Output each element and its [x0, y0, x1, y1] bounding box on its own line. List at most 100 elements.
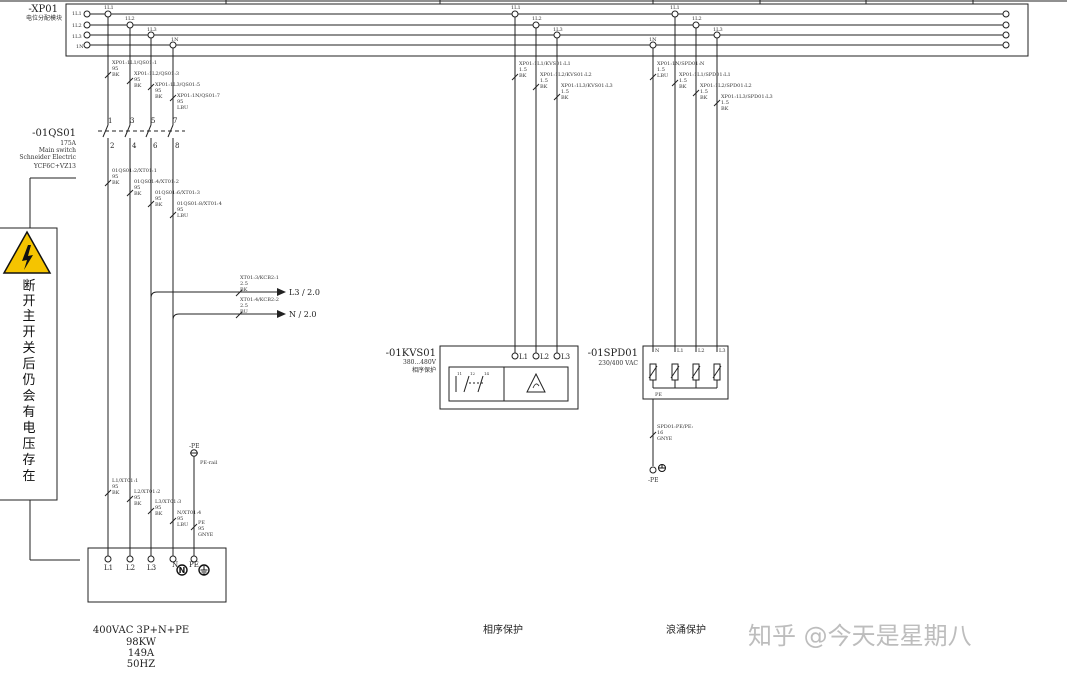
svg-text:SPD01:PE/PE:: SPD01:PE/PE:: [657, 424, 694, 430]
switch-out-labels: 01QS01:2/XT01:1 95 BK 01QS01:4/XT01:2 95…: [112, 168, 222, 219]
kvs-id: -01KVS01: [386, 348, 436, 359]
svg-text:230/400 VAC: 230/400 VAC: [598, 360, 638, 367]
output-target-l3: L3 / 2.0: [289, 288, 320, 297]
relay-contact-icon: 11 12 14: [455, 371, 490, 393]
svg-text:有: 有: [22, 405, 35, 420]
svg-text:LBU: LBU: [177, 213, 188, 219]
svg-text:L1/XT01:1: L1/XT01:1: [112, 478, 138, 484]
svg-text:N: N: [172, 561, 178, 569]
earth-symbol-icon: [198, 564, 210, 576]
svg-text:XP01:1L2/KVS01:L2: XP01:1L2/KVS01:L2: [540, 72, 592, 78]
left-wire-labels: XP01:1L1/QS01:1 95 BK XP01:1L2/QS01:3 95…: [112, 60, 220, 111]
feeder-wire-labels: L1/XT01:1 95 BK L2/XT01:2 95 BK L3/XT01:…: [112, 478, 214, 538]
svg-text:PE: PE: [198, 520, 205, 526]
surge-protector: XP01:1N/SPD01:N 1.5 LBU XP01:1L1/SPD01:L…: [588, 17, 773, 484]
svg-text:1L3: 1L3: [713, 27, 723, 33]
wire-label: XP01:1L3/QS01:5: [155, 82, 200, 88]
svg-text:Main switch: Main switch: [39, 147, 76, 154]
svg-text:压: 压: [22, 437, 35, 452]
ground-icon: [658, 464, 666, 472]
svg-text:11: 11: [457, 371, 462, 376]
svg-text:BK: BK: [112, 490, 120, 496]
spd-tap-tags: 1N 1L1 1L2 1L3: [649, 5, 723, 43]
spd-id: -01SPD01: [588, 348, 638, 359]
svg-text:XP01:1N/SPD01:N: XP01:1N/SPD01:N: [657, 61, 705, 67]
pe-rail: -PE PE-rail: [189, 443, 218, 556]
svg-text:1L3: 1L3: [553, 27, 563, 33]
svg-text:400VAC 3P+N+PE: 400VAC 3P+N+PE: [93, 625, 189, 636]
module-name: 电位分配模块: [26, 14, 62, 22]
svg-text:4: 4: [132, 142, 137, 150]
svg-text:2.5: 2.5: [240, 281, 248, 287]
tap-tag: 1L2: [125, 16, 135, 22]
kvs-tap-tags: 1L1 1L2 1L3: [511, 5, 563, 33]
warning-panel: 断 开 主 开 关 后 仍 会 有 电 压 存 在: [0, 177, 80, 561]
svg-text:N: N: [655, 348, 660, 354]
svg-text:149A: 149A: [128, 648, 155, 659]
svg-text:YCF6C+VZ13: YCF6C+VZ13: [33, 163, 76, 170]
svg-text:380...480V: 380...480V: [403, 359, 437, 366]
svg-text:XT01:3/KCB2:1: XT01:3/KCB2:1: [240, 275, 279, 281]
pe-rail-label: PE-rail: [200, 460, 218, 466]
tap-tag: 1N: [171, 37, 179, 43]
svg-text:95: 95: [155, 88, 161, 94]
svg-text:BK: BK: [134, 191, 142, 197]
svg-text:仍: 仍: [22, 373, 35, 388]
svg-text:BK: BK: [155, 202, 163, 208]
svg-text:14: 14: [484, 371, 490, 376]
switch-id: -01QS01: [32, 128, 76, 139]
svg-text:1.5: 1.5: [679, 78, 687, 84]
svg-text:Schneider Electric: Schneider Electric: [19, 154, 76, 161]
svg-text:L1: L1: [677, 348, 684, 354]
tap-tag: 1L1: [104, 5, 114, 11]
svg-text:BK: BK: [112, 72, 120, 78]
output-target-n: N / 2.0: [289, 310, 317, 319]
svg-text:01QS01:8/XT01:4: 01QS01:8/XT01:4: [177, 201, 222, 207]
bus-label: 1L2: [72, 23, 82, 29]
svg-text:98KW: 98KW: [126, 637, 157, 648]
svg-text:1L2: 1L2: [692, 16, 702, 22]
svg-text:后: 后: [22, 357, 35, 372]
svg-text:95: 95: [155, 196, 161, 202]
svg-text:16: 16: [657, 430, 663, 436]
svg-text:7: 7: [173, 117, 177, 125]
neutral-symbol-icon: N: [176, 564, 188, 576]
svg-text:5: 5: [151, 117, 155, 125]
svg-text:L2: L2: [540, 353, 549, 361]
wire-label: XP01:1L2/QS01:3: [134, 71, 179, 77]
svg-text:BK: BK: [155, 511, 163, 517]
tap-nodes: [104, 10, 721, 49]
svg-text:L2/XT01:2: L2/XT01:2: [134, 489, 160, 495]
bus-label: 1N: [76, 44, 84, 50]
svg-text:12: 12: [470, 371, 476, 376]
svg-text:175A: 175A: [60, 140, 76, 147]
pe-tag-top: -PE: [189, 443, 199, 450]
svg-text:01QS01:4/XT01:2: 01QS01:4/XT01:2: [134, 179, 179, 185]
svg-text:L3/XT01:3: L3/XT01:3: [155, 499, 181, 505]
wire-label: XP01:1N/QS01:7: [177, 93, 220, 99]
svg-text:LBU: LBU: [177, 105, 188, 111]
svg-text:01QS01:6/XT01:3: 01QS01:6/XT01:3: [155, 190, 200, 196]
svg-text:BK: BK: [561, 95, 569, 101]
svg-text:95: 95: [177, 99, 183, 105]
svg-text:开: 开: [22, 294, 35, 309]
tap-tag: 1L3: [147, 27, 157, 33]
svg-text:BK: BK: [721, 106, 729, 112]
svg-text:关: 关: [22, 341, 35, 356]
svg-text:PE: PE: [189, 561, 199, 569]
svg-text:在: 在: [22, 469, 35, 484]
svg-text:PE: PE: [655, 392, 662, 398]
svg-text:95: 95: [177, 516, 183, 522]
svg-text:L3: L3: [147, 564, 156, 572]
svg-text:1L2: 1L2: [532, 16, 542, 22]
svg-text:L3: L3: [719, 348, 726, 354]
svg-text:1L1: 1L1: [670, 5, 680, 11]
svg-text:XP01:1L3/SPD01:L3: XP01:1L3/SPD01:L3: [721, 94, 773, 100]
svg-text:2.5: 2.5: [240, 303, 248, 309]
branch-outputs: XT01:3/KCB2:1 2.5 BK L3 / 2.0 XT01:4/KCB…: [150, 275, 320, 321]
svg-text:1.5: 1.5: [540, 78, 548, 84]
svg-text:存: 存: [22, 453, 35, 468]
svg-text:XP01:1L3/KVS01:L3: XP01:1L3/KVS01:L3: [561, 83, 613, 89]
svg-text:6: 6: [153, 142, 158, 150]
svg-text:95: 95: [155, 505, 161, 511]
